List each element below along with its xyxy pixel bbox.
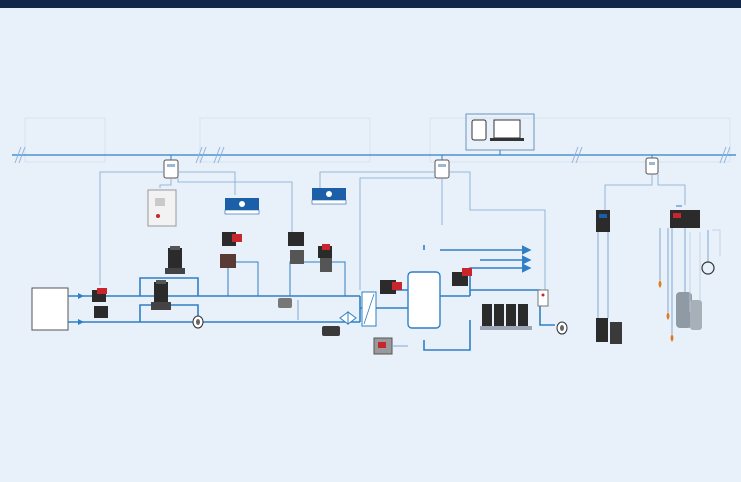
controller-box[interactable] <box>224 198 260 215</box>
control-panel-icon[interactable] <box>596 210 610 232</box>
inline-pump-icon[interactable] <box>165 246 185 274</box>
controller-box[interactable] <box>311 188 347 205</box>
boiler-icon[interactable] <box>31 287 69 331</box>
circulator-pump-icon[interactable] <box>92 288 107 302</box>
communication-bus <box>12 146 736 164</box>
communication-gateway-icon[interactable] <box>434 155 450 179</box>
pipe-arrow-left <box>78 293 84 325</box>
float-switch-icon[interactable] <box>658 228 674 342</box>
monitor-laptop-icon[interactable] <box>465 113 535 155</box>
heat-exchanger-icon[interactable] <box>361 291 377 327</box>
submersible-pump-icon[interactable] <box>676 228 702 330</box>
remote-sensor-icon[interactable] <box>701 230 715 275</box>
circulator-pump-icon[interactable] <box>380 280 402 294</box>
circulator-pump-icon[interactable] <box>94 306 108 318</box>
signal-wires <box>99 171 686 290</box>
inline-pump-icon[interactable] <box>151 280 171 310</box>
dosing-pump-icon[interactable] <box>322 326 340 336</box>
control-panel-icon[interactable] <box>670 205 700 228</box>
control-panel-icon[interactable] <box>537 289 549 307</box>
booster-set-icon[interactable] <box>480 304 532 330</box>
communication-gateway-icon[interactable] <box>163 155 179 179</box>
header-bar <box>0 0 741 8</box>
flow-meter-icon[interactable] <box>192 315 204 329</box>
cable-bundle <box>689 229 721 312</box>
valve-icon[interactable] <box>339 311 357 325</box>
circulator-pump-icon[interactable] <box>452 268 472 286</box>
remote-sensor-icon[interactable] <box>278 298 299 320</box>
background-frames <box>24 117 731 163</box>
circulator-pump-icon[interactable] <box>288 232 332 272</box>
communication-gateway-icon[interactable] <box>645 155 659 175</box>
dosing-pump-icon[interactable] <box>373 337 408 355</box>
pipe-network <box>68 245 555 351</box>
control-panel-icon[interactable] <box>147 189 177 227</box>
flow-meter-icon[interactable] <box>556 321 568 335</box>
circulator-pump-icon[interactable] <box>220 232 242 268</box>
submersible-pump-icon[interactable] <box>596 232 622 344</box>
tank-icon[interactable] <box>407 271 441 329</box>
